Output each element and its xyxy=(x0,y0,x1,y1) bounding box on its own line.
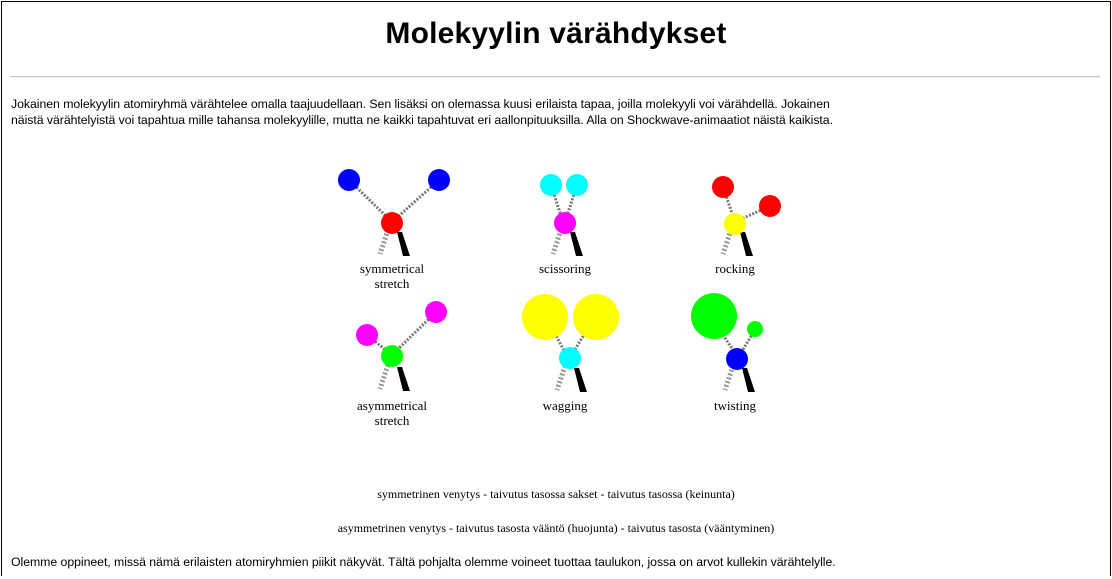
symmetrical-stretch-molecule-icon xyxy=(338,169,450,256)
rocking-animation[interactable]: rocking xyxy=(665,160,805,285)
asymmetrical-stretch-animation[interactable]: asymmetrical stretch xyxy=(322,297,462,428)
scissoring-animation[interactable]: scissoring xyxy=(495,160,635,285)
symmetrical-stretch-label-line1: symmetrical xyxy=(359,261,425,276)
title-divider xyxy=(10,76,1100,78)
caption-row-2: asymmetrinen venytys - taivutus tasosta … xyxy=(337,521,775,535)
twisting-animation[interactable]: twisting xyxy=(665,290,805,415)
twisting-label: twisting xyxy=(665,398,805,413)
rocking-label-line1: rocking xyxy=(715,261,755,276)
twisting-label-line1: twisting xyxy=(714,398,756,413)
scissoring-molecule-icon xyxy=(540,174,588,256)
outro-paragraph: Olemme oppineet, missä nämä erilaisten a… xyxy=(11,555,836,569)
symmetrical-stretch-label-line2: stretch xyxy=(374,276,410,291)
intro-paragraph: Jokainen molekyylin atomiryhmä värähtele… xyxy=(11,96,1109,128)
scissoring-label: scissoring xyxy=(495,261,635,276)
page-title: Molekyylin värähdykset xyxy=(385,17,727,50)
asymmetrical-stretch-label-line1: asymmetrical xyxy=(356,398,428,413)
rocking-molecule-icon xyxy=(712,176,781,256)
wagging-molecule-icon xyxy=(522,294,619,392)
symmetrical-stretch-label: symmetrical stretch xyxy=(322,261,462,291)
intro-line-1: Jokainen molekyylin atomiryhmä värähtele… xyxy=(11,97,830,111)
twisting-molecule-icon xyxy=(691,293,763,392)
wagging-animation[interactable]: wagging xyxy=(495,290,635,415)
rocking-label: rocking xyxy=(665,261,805,276)
intro-line-2: näistä värähtelyistä voi tapahtua mille … xyxy=(11,113,833,127)
asymmetrical-stretch-label: asymmetrical stretch xyxy=(322,398,462,428)
asymmetrical-stretch-label-line2: stretch xyxy=(374,413,410,428)
wagging-label: wagging xyxy=(495,398,635,413)
wagging-label-line1: wagging xyxy=(542,398,588,413)
caption-row-1: symmetrinen venytys - taivutus tasossa s… xyxy=(377,487,735,501)
scissoring-label-line1: scissoring xyxy=(539,261,591,276)
symmetrical-stretch-animation[interactable]: symmetrical stretch xyxy=(322,160,462,291)
asymmetrical-stretch-molecule-icon xyxy=(356,301,447,391)
